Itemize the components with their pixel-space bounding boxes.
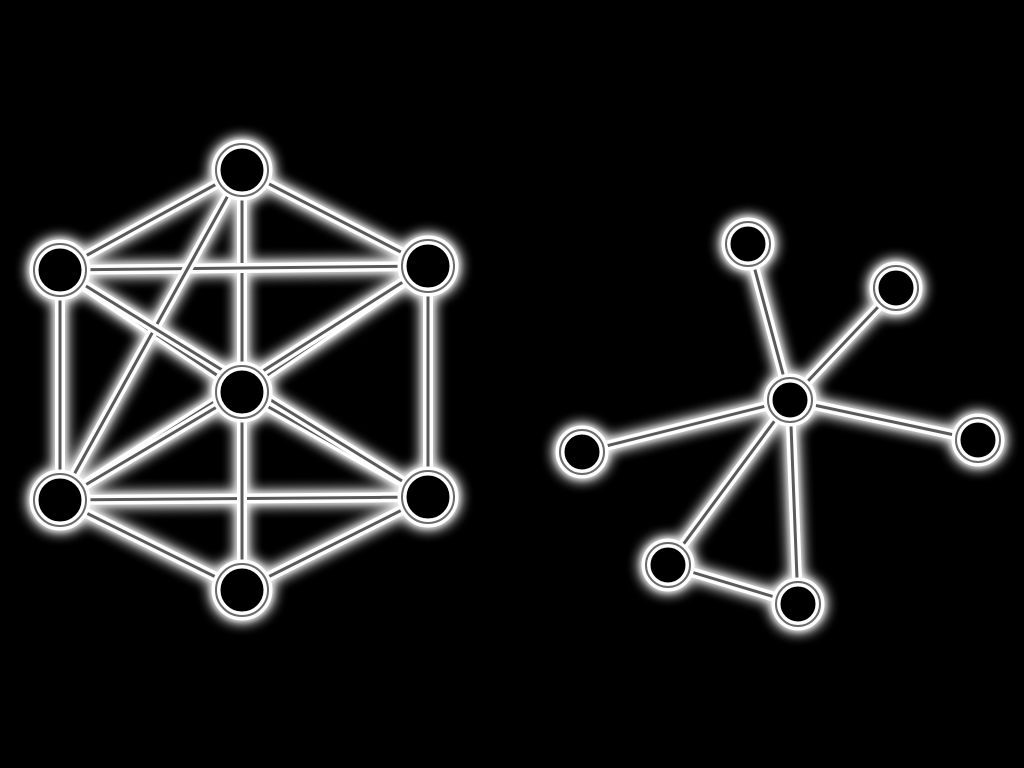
node-core-bottom-right bbox=[775, 581, 821, 627]
right-network-graph bbox=[555, 217, 1005, 631]
edge-core-hub-top-left bbox=[746, 242, 792, 402]
node-core-hub bbox=[767, 377, 813, 423]
node-core-upper-right bbox=[401, 239, 455, 293]
edge-core-bottom-lower-left bbox=[58, 498, 244, 592]
edge-core-top-upper-right bbox=[240, 168, 430, 268]
edge-core-bottom-left-hub bbox=[666, 398, 792, 567]
node-core-top-left bbox=[725, 221, 771, 267]
node-core-upper-left bbox=[33, 243, 87, 297]
node-core-bottom bbox=[215, 563, 269, 617]
node-core-lower-right bbox=[401, 470, 455, 524]
edge-core-hub-left bbox=[580, 398, 792, 454]
node-core-left bbox=[559, 429, 605, 475]
edge-core-upper-left-upper-right bbox=[58, 264, 430, 272]
node-core-lower-left bbox=[33, 473, 87, 527]
node-core-bottom-left bbox=[645, 542, 691, 588]
node-core-top bbox=[215, 143, 269, 197]
node-core-top-right bbox=[873, 265, 919, 311]
edge-core-lower-left-center bbox=[58, 390, 244, 502]
edge-core-lower-right-bottom bbox=[240, 495, 430, 592]
edge-core-top-upper-left bbox=[58, 168, 244, 272]
node-core-center bbox=[215, 365, 269, 419]
edge-core-hub-bottom-right bbox=[788, 398, 800, 606]
edge-core-lower-left-top bbox=[58, 168, 244, 502]
node-core-right bbox=[955, 417, 1001, 463]
left-network-graph bbox=[29, 139, 459, 621]
edge-core-hub-right bbox=[788, 398, 980, 442]
